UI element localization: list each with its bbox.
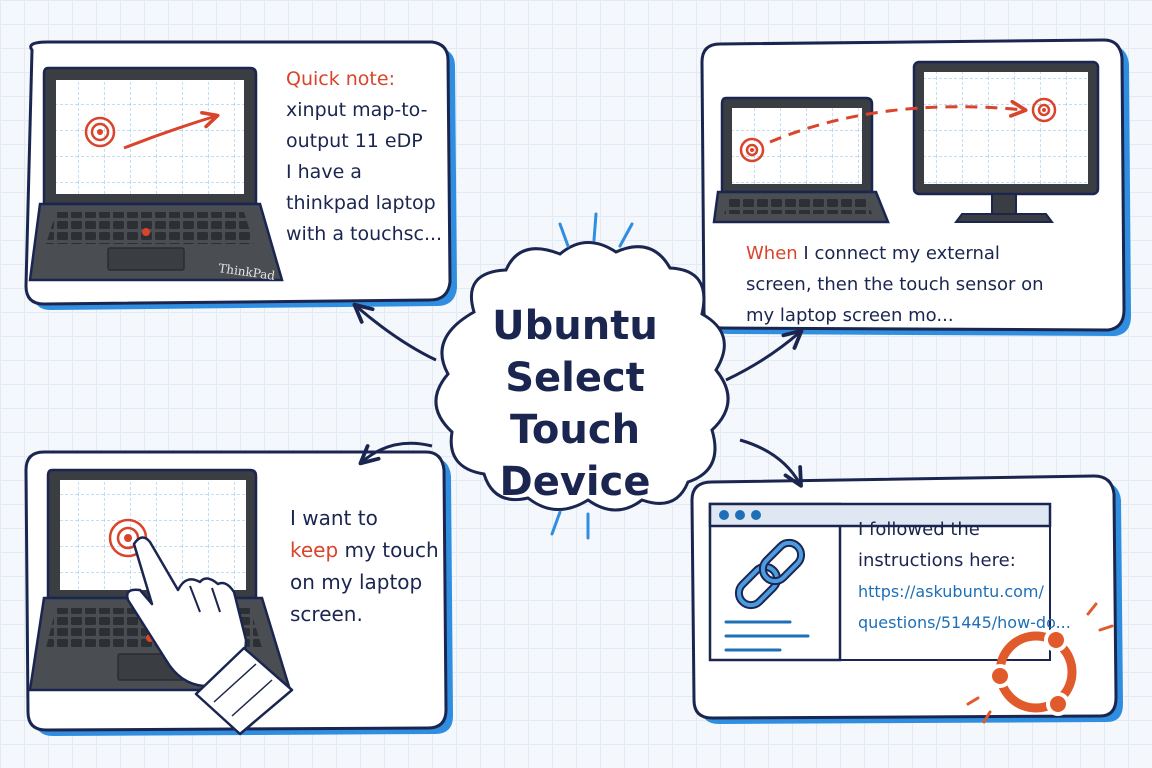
accent-word-keep: keep [290,538,339,562]
card-line: output 11 eDP [286,130,423,152]
quick-note-label: Quick note: [286,68,395,90]
card-line: xinput map-to- [286,99,428,121]
arrow-to-top-left [352,302,437,362]
card-line: I want to [290,506,378,530]
diagram-title: Ubuntu Select Touch Device [440,300,710,508]
arrow-to-top-right [725,328,804,382]
card-line: I followed the [858,519,980,540]
card-line: my touch [338,538,439,562]
card-line: thinkpad laptop [286,192,436,214]
central-cloud [434,212,730,540]
arrow-to-bottom-left [358,441,433,466]
card-top-right-text: When I connect my external screen, then … [746,238,1044,331]
askubuntu-link-line-2[interactable]: questions/51445/how-do... [858,613,1071,632]
title-line-3: Touch Device [499,407,651,505]
ubuntu-logo-icon [966,602,1114,724]
card-bottom-right-text: I followed the instructions here: https:… [858,514,1071,638]
target-icon [84,116,116,148]
touch-jump-arrow-icon [769,99,1028,144]
swipe-arrow-icon [123,110,220,150]
card-line: my laptop screen mo... [746,305,954,326]
laptop-illustration-top-left: ThinkPad [28,66,284,283]
askubuntu-link-line-1[interactable]: https://askubuntu.com/ [858,582,1044,601]
external-monitor-icon [912,60,1100,223]
title-line-2: Select [505,355,645,401]
target-icon-monitor [1031,97,1057,123]
card-line: with a touchsc... [286,223,443,245]
accent-word-when: When [746,243,798,264]
title-line-1: Ubuntu [492,303,658,349]
card-line: instructions here: [858,550,1016,571]
laptop-illustration-top-right [712,96,890,224]
card-line: I have a [286,161,362,183]
card-line: on my laptop [290,570,423,594]
card-top-left-text: Quick note: xinput map-to- output 11 eDP… [286,64,442,250]
pointing-hand-icon [126,536,294,736]
arrow-to-bottom-right [739,438,803,488]
card-line: screen. [290,602,363,626]
link-chain-icon [734,538,806,610]
target-icon-laptop [739,137,765,163]
card-bottom-left-text: I want to keep my touch on my laptop scr… [290,502,439,630]
card-line: I connect my external [797,243,1000,264]
card-line: screen, then the touch sensor on [746,274,1044,295]
